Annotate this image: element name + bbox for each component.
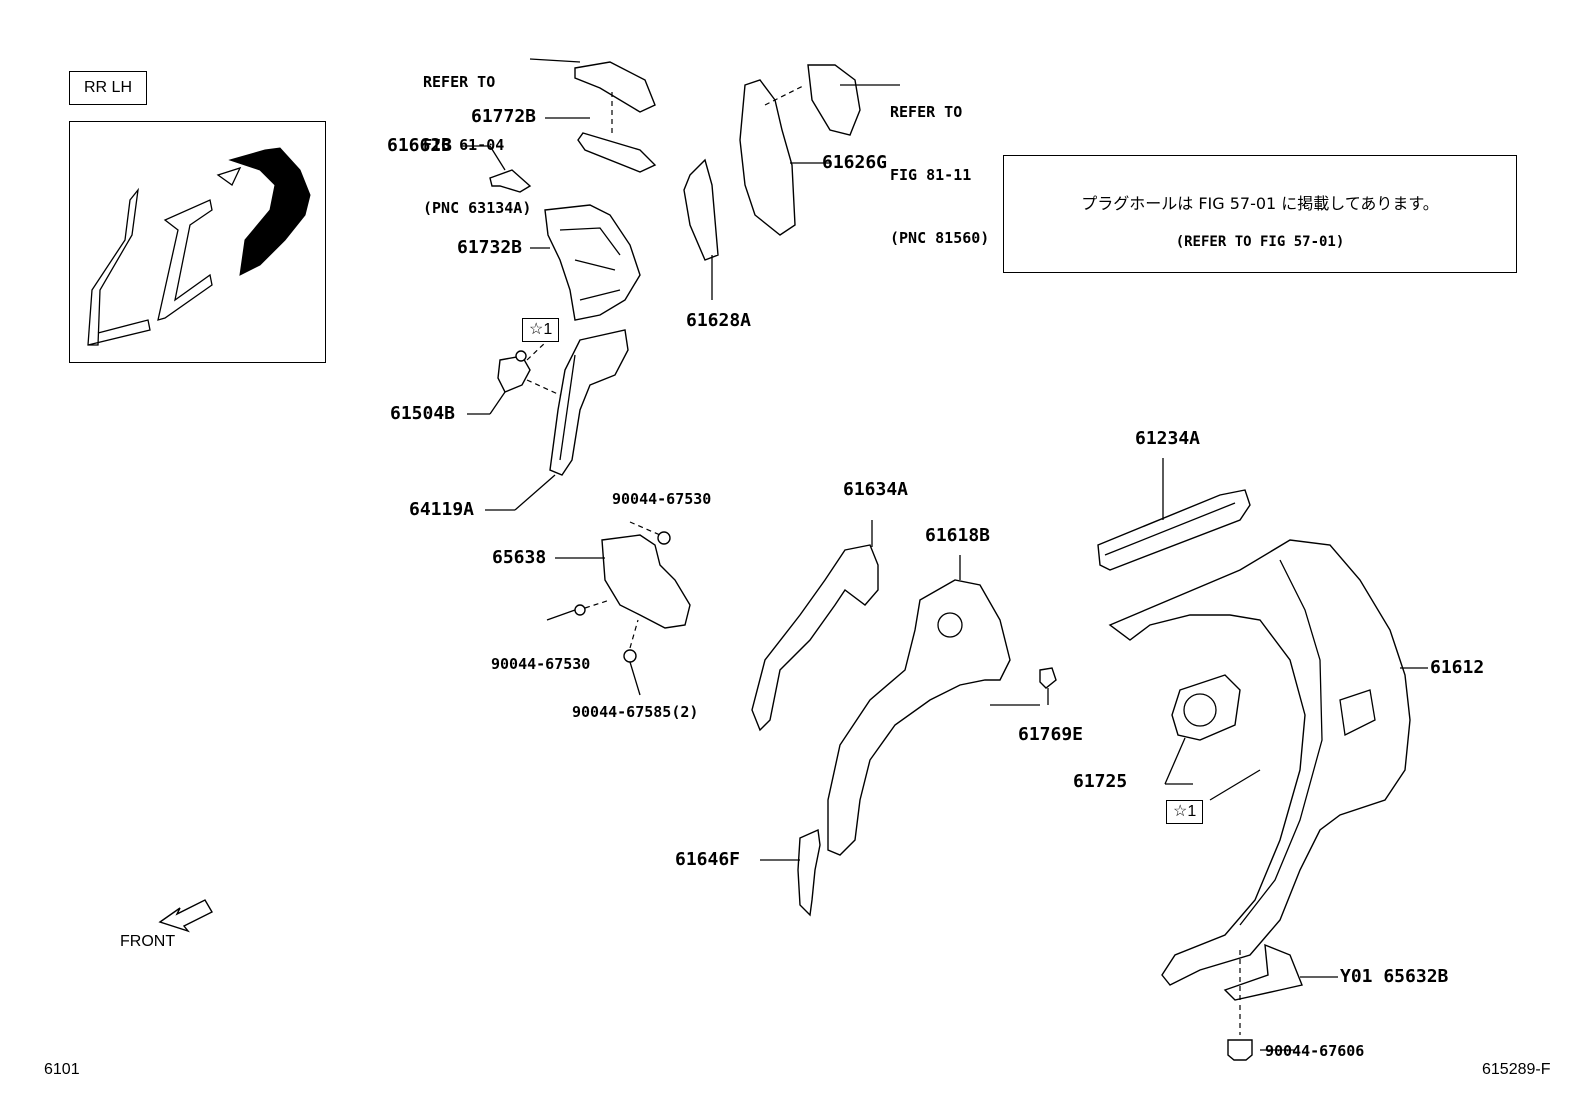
part-label-90044-67606[interactable]: 90044-67606 <box>1265 1042 1365 1060</box>
part-label-61612[interactable]: 61612 <box>1430 657 1485 678</box>
part-label-90044-67585[interactable]: 90044-67585(2) <box>572 703 699 721</box>
part-61626G-drawing <box>739 79 796 236</box>
part-label-Y01-65632B[interactable]: Y01 65632B <box>1340 966 1449 987</box>
note-japanese-text: プラグホールは FIG 57-01 に掲載してあります。 <box>1081 194 1439 213</box>
part-label-61628A[interactable]: 61628A <box>686 310 752 331</box>
note-english-text: (REFER TO FIG 57-01) <box>1175 234 1345 250</box>
part-90044-67606-drawing <box>1227 1039 1253 1061</box>
part-61732B-drawing <box>544 204 641 321</box>
reference-fig-61-04[interactable]: REFER TO FIG 61-04 (PNC 63134A) <box>423 30 531 261</box>
part-61772B-drawing <box>577 132 657 173</box>
part-label-61504B[interactable]: 61504B <box>390 403 456 424</box>
part-label-61234A[interactable]: 61234A <box>1135 428 1201 449</box>
part-label-65638[interactable]: 65638 <box>492 547 547 568</box>
reference-fig-81-11-line-2: FIG 81-11 <box>890 166 972 184</box>
reference-fig-61-04-line-2: FIG 61-04 <box>423 136 505 154</box>
part-61618B-drawing <box>827 579 1011 856</box>
part-61234A-drawing <box>1097 489 1251 571</box>
part-label-61662B[interactable]: 61662B <box>387 135 453 156</box>
reference-fig-81-11[interactable]: REFER TO FIG 81-11 (PNC 81560) <box>890 60 989 291</box>
part-65638-drawing <box>601 534 691 629</box>
part-label-61732B[interactable]: 61732B <box>457 237 523 258</box>
view-position-label: RR LH <box>83 79 132 96</box>
star-marker-upper: ☆1 <box>522 318 560 342</box>
part-label-61618B[interactable]: 61618B <box>925 525 991 546</box>
reference-lamp-81560-drawing <box>807 64 861 136</box>
reference-fig-61-04-line-1: REFER TO <box>423 73 496 91</box>
part-label-61626G[interactable]: 61626G <box>822 152 888 173</box>
reference-fig-61-04-line-3: (PNC 63134A) <box>423 199 532 217</box>
reference-fig-81-11-line-1: REFER TO <box>890 103 963 121</box>
plug-hole-note: プラグホールは FIG 57-01 に掲載してあります。 (REFER TO F… <box>1003 155 1517 273</box>
vehicle-location-inset <box>69 121 326 363</box>
part-label-61634A[interactable]: 61634A <box>843 479 909 500</box>
page-code: 6101 <box>44 1061 80 1078</box>
part-label-90044-67530-upper[interactable]: 90044-67530 <box>612 490 712 508</box>
part-61628A-drawing <box>683 158 719 261</box>
part-61612-drawing <box>1108 539 1411 986</box>
part-61662B-drawing <box>489 169 532 193</box>
star-marker-lower: ☆1 <box>1166 800 1204 824</box>
part-65632B-drawing <box>1223 943 1303 1001</box>
part-label-64119A[interactable]: 64119A <box>409 499 475 520</box>
reference-fig-81-11-line-3: (PNC 81560) <box>890 229 990 247</box>
part-label-61646F[interactable]: 61646F <box>675 849 741 870</box>
part-61634A-drawing <box>751 544 879 732</box>
reference-bracket-63134A-drawing <box>574 61 656 113</box>
view-position-tag: RR LH <box>69 71 147 105</box>
leader-lines <box>462 58 1428 1051</box>
front-arrow-icon <box>158 899 213 933</box>
drawing-number: 615289-F <box>1482 1061 1551 1078</box>
part-label-61725[interactable]: 61725 <box>1073 771 1128 792</box>
part-label-90044-67530-lower[interactable]: 90044-67530 <box>491 655 591 673</box>
part-61646F-drawing <box>797 828 821 917</box>
front-direction-label: FRONT <box>120 933 176 950</box>
part-61769E-drawing <box>1039 667 1057 689</box>
part-61504B-drawing <box>497 355 531 393</box>
part-label-61769E[interactable]: 61769E <box>1018 724 1084 745</box>
part-label-61772B[interactable]: 61772B <box>471 106 537 127</box>
part-64119A-drawing <box>549 329 629 476</box>
part-61725-drawing <box>1171 674 1241 741</box>
vehicle-location-inset-drawing <box>87 147 311 346</box>
